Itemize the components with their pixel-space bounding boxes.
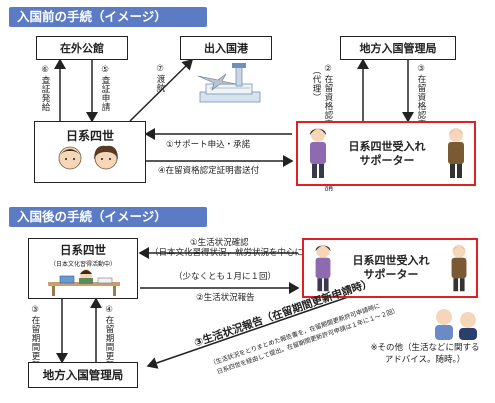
renewal-permit-label: ④在留期間更新許可 [104, 305, 114, 388]
section-header-after: 入国後の手続（イメージ） [9, 207, 207, 227]
study-illustration [46, 268, 122, 296]
supporter-line1-after: 日系四世受入れ [352, 254, 430, 267]
step1-label: ①サポート申込・承諾 [166, 140, 251, 150]
step6-label: ⑥査証発給 [40, 65, 50, 112]
step2-label: ②在留資格認定証明書交付申請 [323, 64, 333, 192]
supporter-label-before: 日系四世受入れ サポーター [334, 140, 440, 168]
youth-box-before: 日系四世 [34, 121, 146, 183]
youth-people-illustration [56, 144, 126, 178]
supporter-line2-after: サポーター [363, 268, 419, 281]
youth-box-after: 日系四世 （日本文化習得活動中） [28, 238, 138, 299]
bureau-box-before: 地方入国管理局 [340, 36, 456, 60]
other-advice-note: ※その他（生活などに関する アドバイス。随時。） [362, 342, 488, 366]
confirm-label-2: （日本文化習得状況，就労状況を中心に） [150, 248, 312, 258]
supporter-man-illustration-after [446, 242, 472, 294]
section-header-before: 入国前の手続（イメージ） [9, 7, 207, 27]
port-box: 出入国港 [180, 36, 272, 60]
supporter-line1: 日系四世受入れ [348, 140, 426, 153]
step3-label: ③在留資格認定証明書交付 [416, 64, 426, 174]
step2-sub-label: （代理） [311, 66, 321, 102]
supporter-line2: サポーター [359, 154, 415, 167]
other-advice-line2: アドバイス。随時。） [384, 355, 466, 365]
renewal-apply-label: ③在留期間更新申請 [30, 305, 40, 388]
report-label: ②生活状況報告 [196, 293, 255, 303]
step5-label: ⑤査証申請 [100, 65, 110, 112]
embassy-box: 在外公館 [36, 36, 128, 60]
supporter-box-after [302, 238, 478, 298]
youth-sub-label: （日本文化習得活動中） [49, 261, 116, 268]
bureau-box-after: 地方入国管理局 [28, 362, 138, 388]
supporter-woman-illustration [304, 126, 332, 180]
advisor-illustration [430, 306, 484, 340]
confirm-label-3: （少なくとも１月に１回） [174, 272, 277, 282]
airport-illustration [196, 62, 264, 106]
confirm-label-1: ①生活状況確認 [190, 238, 249, 248]
supporter-woman-illustration-after [310, 242, 336, 294]
other-advice-line1: ※その他（生活などに関する [370, 343, 480, 353]
step4-label: ④在留資格認定証明書送付 [158, 166, 260, 176]
supporter-label-after: 日系四世受入れ サポーター [338, 254, 444, 282]
youth-label-after: 日系四世 [60, 243, 106, 257]
step7-label: ⑦渡航 [155, 64, 165, 93]
supporter-man-illustration [442, 126, 470, 180]
youth-label: 日系四世 [65, 129, 114, 143]
